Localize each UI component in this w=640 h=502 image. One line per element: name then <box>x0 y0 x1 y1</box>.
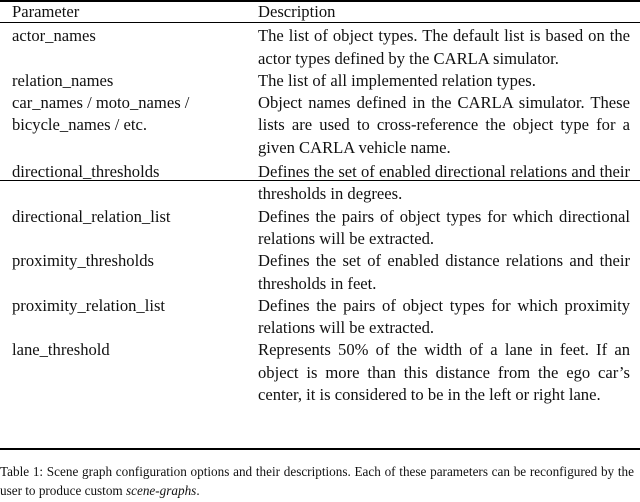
header-parameter: Parameter <box>12 2 80 21</box>
header-description: Description <box>258 2 336 21</box>
desc-cell: Defines the pairs of object types for wh… <box>258 206 630 248</box>
table-row: directional_thresholds Defines the set o… <box>0 159 640 206</box>
param-cell: actor_names <box>12 26 96 46</box>
table-row: proximity_relation_list Defines the pair… <box>0 295 640 340</box>
table-row: proximity_thresholds Defines the set of … <box>0 250 640 295</box>
param-cell: proximity_thresholds <box>12 251 154 271</box>
table-bottom-rule <box>0 448 640 450</box>
table-row: relation_names The list of all implement… <box>0 70 640 92</box>
param-cell: directional_relation_list <box>12 206 171 226</box>
header-rule <box>0 22 640 23</box>
desc-cell: Represents 50% of the width of a lane in… <box>258 340 630 405</box>
caption-tail: . <box>196 483 200 498</box>
table-caption: Table 1: Scene graph configuration optio… <box>0 462 634 500</box>
table-header-row: Parameter Description <box>0 0 640 23</box>
desc-cell: The list of object types. The default li… <box>258 26 630 68</box>
param-text: car_names / moto_names / bicycle_names /… <box>12 93 190 135</box>
desc-cell: Defines the set of enabled directional r… <box>258 162 630 204</box>
param-cell: car_names / moto_names / bicycle_names /… <box>0 92 246 159</box>
group-separator-rule <box>0 180 640 181</box>
desc-cell: Object names defined in the CARLA simula… <box>258 93 630 157</box>
table-top-rule <box>0 0 640 2</box>
table-row: lane_threshold Represents 50% of the wid… <box>0 339 640 406</box>
param-cell: directional_thresholds <box>12 162 160 182</box>
desc-cell: The list of all implemented relation typ… <box>258 70 536 90</box>
table-row: actor_names The list of object types. Th… <box>0 23 640 70</box>
desc-cell: Defines the set of enabled distance rela… <box>258 251 630 293</box>
param-cell: lane_threshold <box>12 340 110 360</box>
table-row: directional_relation_list Defines the pa… <box>0 206 640 251</box>
desc-cell: Defines the pairs of object types for wh… <box>258 295 630 338</box>
param-cell: relation_names <box>12 70 114 90</box>
param-cell: proximity_relation_list <box>12 295 166 315</box>
caption-emphasis: scene-graphs <box>125 483 197 498</box>
caption-lead: Table 1: Scene graph configuration optio… <box>0 464 634 498</box>
table-row: car_names / moto_names / bicycle_names /… <box>0 92 640 159</box>
config-table: Parameter Description actor_names The li… <box>0 0 640 406</box>
